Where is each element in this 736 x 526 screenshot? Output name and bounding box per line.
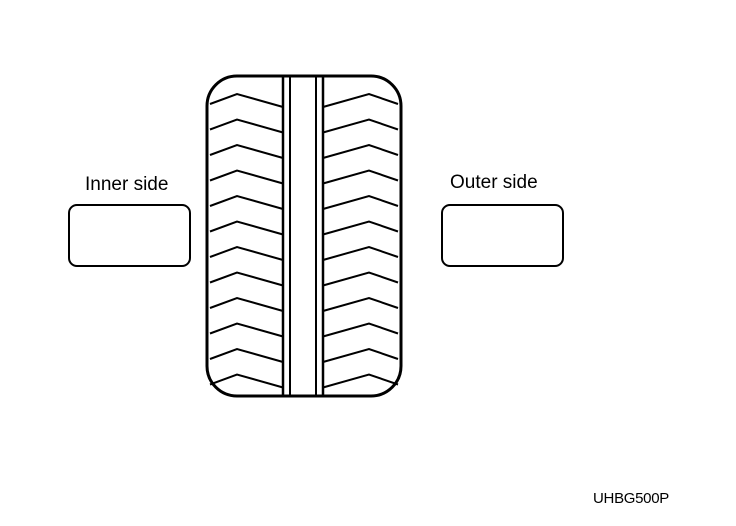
tread-chevron-right <box>322 220 399 236</box>
tread-chevron-right <box>322 271 399 287</box>
tread-chevron-right <box>322 347 399 363</box>
tread-chevron-right <box>322 322 399 338</box>
tread-chevron-left <box>209 373 284 389</box>
tread-chevron-left <box>209 296 284 312</box>
inner-side-label: Inner side <box>85 174 169 195</box>
tread-chevron-left <box>209 169 284 185</box>
tread-chevron-left <box>209 143 284 159</box>
tread-chevron-right <box>322 143 399 159</box>
figure-code: UHBG500P <box>593 490 669 507</box>
tread-chevron-right <box>322 118 399 134</box>
tread-chevron-left <box>209 92 284 108</box>
tread-chevron-right <box>322 245 399 261</box>
inner-side-input-box[interactable] <box>68 204 191 267</box>
tread-chevron-left <box>209 220 284 236</box>
tire-outline <box>205 74 403 398</box>
outer-side-input-box[interactable] <box>441 204 564 267</box>
tread-chevron-right <box>322 92 399 108</box>
tread-chevron-right <box>322 194 399 210</box>
outer-side-label: Outer side <box>450 172 538 193</box>
tread-chevron-left <box>209 271 284 287</box>
tread-chevron-left <box>209 118 284 134</box>
tread-chevron-left <box>209 194 284 210</box>
tread-chevron-right <box>322 373 399 389</box>
tread-chevron-left <box>209 245 284 261</box>
tread-chevron-right <box>322 169 399 185</box>
tread-chevron-left <box>209 322 284 338</box>
tread-chevron-left <box>209 347 284 363</box>
tread-chevrons <box>209 92 399 389</box>
tread-chevron-right <box>322 296 399 312</box>
